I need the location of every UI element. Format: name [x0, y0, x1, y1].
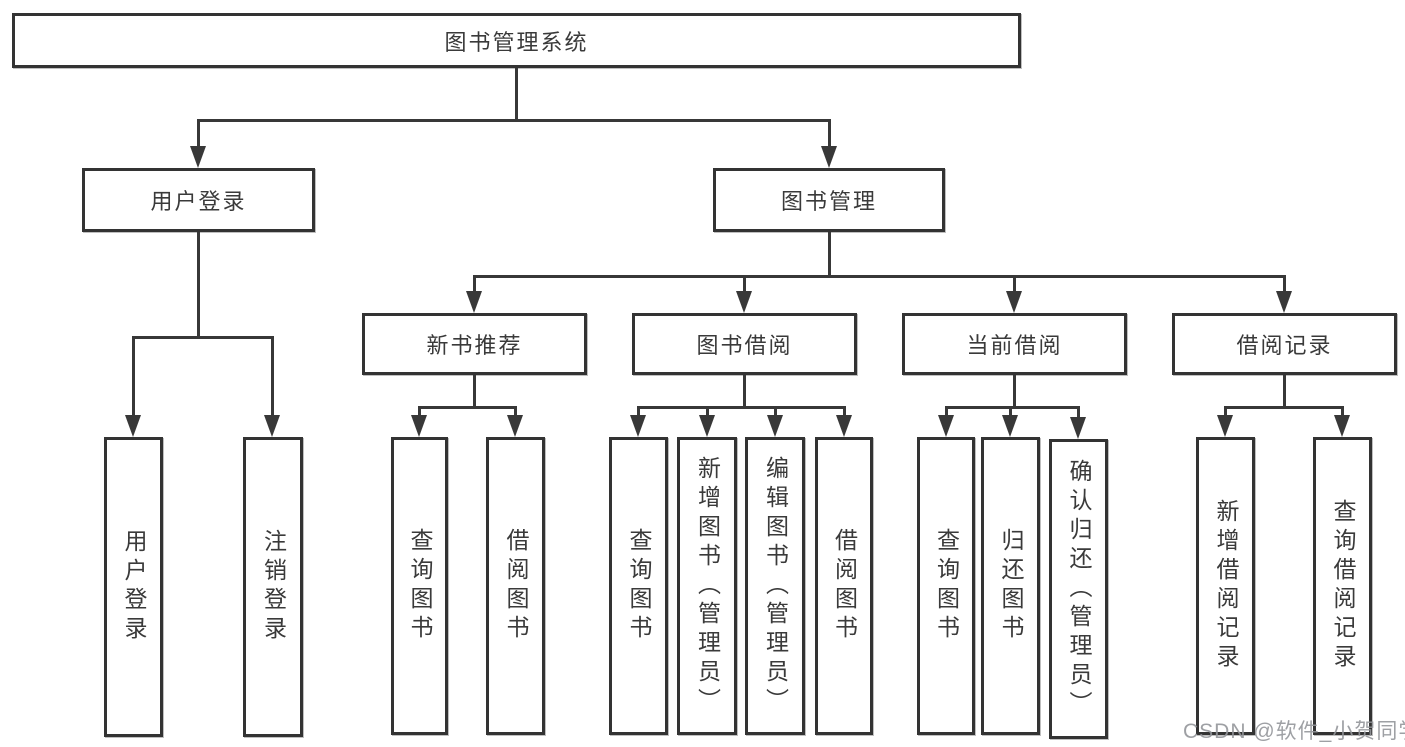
connector-book-mgmt-rail [473, 275, 1286, 278]
node-book-management-label: 图书管理 [780, 189, 877, 214]
arrowhead-cb-confirm-icon [1070, 417, 1086, 439]
leaf-cb-confirm-return-admin: 确认归还（管理员） [1049, 439, 1108, 739]
connector-stub-current-borrow [1013, 275, 1016, 293]
connector-stub-user-login [197, 119, 200, 148]
leaf-cb-return-books: 归还图书 [981, 437, 1040, 735]
node-root: 图书管理系统 [12, 13, 1021, 68]
leaf-nb-borrow-books-label: 借阅图书 [503, 528, 529, 644]
connector-book-borrow-rail [637, 406, 845, 409]
connector-stub-cb-confirm [1077, 406, 1080, 418]
connector-book-borrow-stem [743, 375, 746, 407]
connector-current-borrow-rail [945, 406, 1079, 409]
arrowhead-book-mgmt-icon [821, 146, 837, 168]
connector-new-books-stem [473, 375, 476, 407]
leaf-bb-borrow-books-label: 借阅图书 [831, 528, 858, 644]
leaf-br-add-record: 新增借阅记录 [1196, 437, 1255, 735]
node-new-book-recommend: 新书推荐 [362, 313, 587, 375]
connector-stub-bb-borrow [843, 406, 846, 418]
leaf-user-login: 用户登录 [104, 437, 163, 737]
node-book-borrowing-label: 图书借阅 [696, 333, 793, 358]
leaf-bb-borrow-books: 借阅图书 [815, 437, 873, 735]
arrowhead-bb-edit-icon [767, 415, 783, 437]
connector-stub-bb-add [706, 406, 709, 418]
node-root-label: 图书管理系统 [444, 29, 589, 55]
connector-book-mgmt-stem [828, 232, 831, 275]
connector-user-login-rail [132, 336, 274, 339]
node-new-book-recommend-label: 新书推荐 [426, 333, 523, 358]
leaf-bb-edit-books-admin-label: 编辑图书（管理员） [762, 455, 789, 717]
connector-stub-book-mgmt [828, 119, 831, 148]
connector-new-books-rail [418, 406, 517, 409]
arrowhead-new-books-icon [466, 291, 482, 313]
connector-stub-nb-query [418, 406, 421, 418]
node-current-borrowing-label: 当前借阅 [966, 333, 1063, 358]
leaf-cb-return-books-label: 归还图书 [998, 528, 1024, 644]
leaf-bb-query-books: 查询图书 [609, 437, 668, 735]
connector-root-stem [515, 68, 518, 119]
leaf-nb-query-books: 查询图书 [391, 437, 448, 735]
arrowhead-bb-query-icon [630, 415, 646, 437]
connector-stub-leaf-logout [271, 336, 274, 417]
leaf-user-login-label: 用户登录 [121, 529, 147, 645]
connector-stub-cb-query [945, 406, 948, 418]
arrowhead-br-query-icon [1334, 415, 1350, 437]
leaf-logout-label: 注销登录 [260, 529, 287, 645]
arrowhead-leaf-logout-icon [264, 415, 280, 437]
leaf-br-query-record-label: 查询借阅记录 [1330, 499, 1356, 673]
leaf-br-add-record-label: 新增借阅记录 [1213, 499, 1239, 673]
connector-stub-borrow-records [1283, 275, 1286, 293]
arrowhead-cb-return-icon [1002, 415, 1018, 437]
connector-stub-leaf-login [132, 336, 135, 417]
leaf-nb-query-books-label: 查询图书 [407, 528, 433, 644]
leaf-cb-query-books: 查询图书 [917, 437, 975, 735]
leaf-bb-query-books-label: 查询图书 [626, 528, 652, 644]
connector-stub-cb-return [1009, 406, 1012, 418]
arrowhead-nb-query-icon [411, 415, 427, 437]
node-borrow-records-label: 借阅记录 [1236, 333, 1333, 358]
leaf-logout: 注销登录 [243, 437, 303, 737]
csdn-watermark: CSDN @软件_小贺同学 [1183, 720, 1405, 743]
node-user-login: 用户登录 [82, 168, 315, 232]
connector-stub-br-add [1224, 406, 1227, 418]
arrowhead-bb-borrow-icon [836, 415, 852, 437]
node-book-borrowing: 图书借阅 [632, 313, 857, 375]
arrowhead-borrow-records-icon [1276, 291, 1292, 313]
arrowhead-cb-query-icon [938, 415, 954, 437]
arrowhead-user-login-icon [190, 146, 206, 168]
connector-stub-bb-edit [774, 406, 777, 418]
connector-borrow-records-rail [1224, 406, 1344, 409]
arrowhead-nb-borrow-icon [507, 415, 523, 437]
leaf-nb-borrow-books: 借阅图书 [486, 437, 545, 735]
node-book-management: 图书管理 [713, 168, 945, 232]
arrowhead-book-borrow-icon [736, 291, 752, 313]
connector-root-rail [197, 119, 831, 122]
arrowhead-br-add-icon [1217, 415, 1233, 437]
leaf-cb-confirm-return-admin-label: 确认归还（管理员） [1066, 458, 1092, 720]
connector-stub-br-query [1341, 406, 1344, 418]
node-current-borrowing: 当前借阅 [902, 313, 1127, 375]
arrowhead-leaf-login-icon [125, 415, 141, 437]
connector-stub-nb-borrow [514, 406, 517, 418]
leaf-cb-query-books-label: 查询图书 [933, 528, 960, 644]
connector-user-login-stem [197, 232, 200, 336]
connector-stub-book-borrow [743, 275, 746, 293]
arrowhead-bb-add-icon [699, 415, 715, 437]
leaf-bb-add-books-admin-label: 新增图书（管理员） [694, 455, 721, 717]
leaf-br-query-record: 查询借阅记录 [1313, 437, 1372, 735]
node-borrow-records: 借阅记录 [1172, 313, 1397, 375]
node-user-login-label: 用户登录 [150, 189, 247, 214]
arrowhead-current-borrow-icon [1006, 291, 1022, 313]
connector-current-borrow-stem [1013, 375, 1016, 407]
connector-stub-new-books [473, 275, 476, 293]
leaf-bb-add-books-admin: 新增图书（管理员） [677, 437, 737, 735]
connector-borrow-records-stem [1283, 375, 1286, 407]
connector-stub-bb-query [637, 406, 640, 418]
leaf-bb-edit-books-admin: 编辑图书（管理员） [745, 437, 805, 735]
